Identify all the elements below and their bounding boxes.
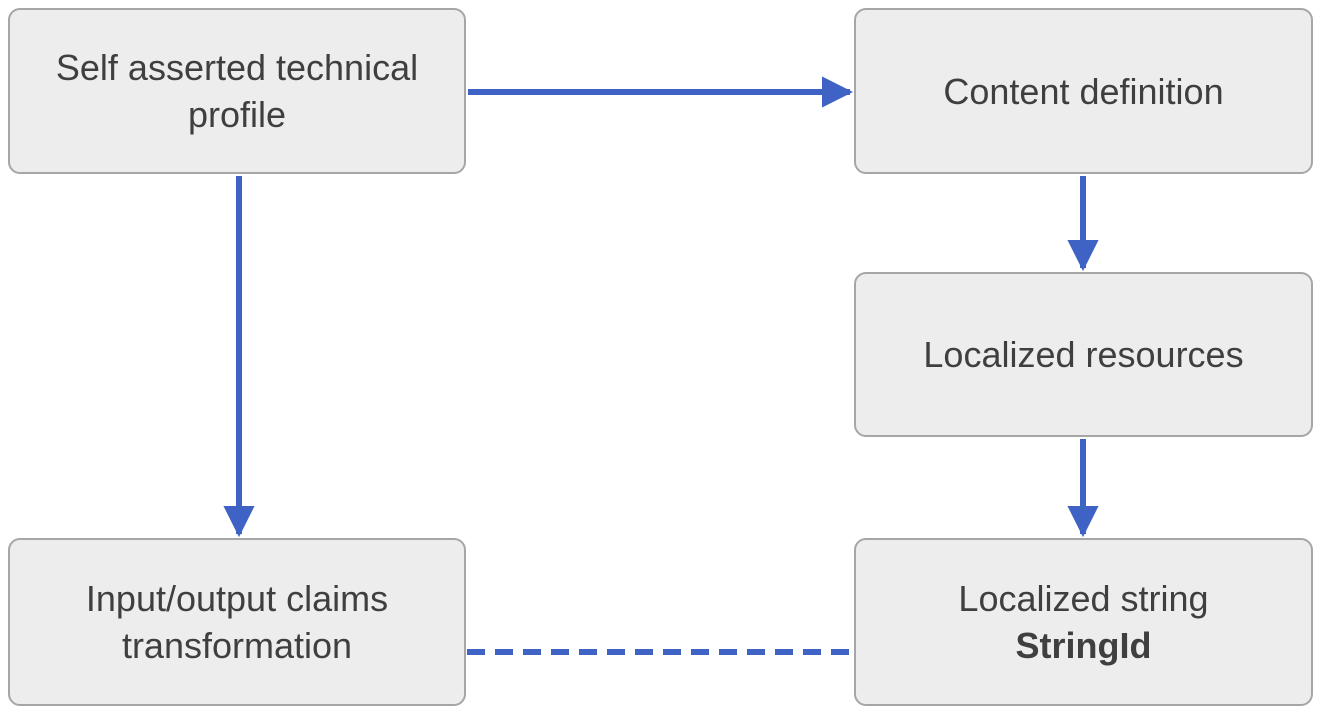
node-content-definition: Content definition: [854, 8, 1313, 174]
node-label: Self asserted technical profile: [55, 47, 419, 135]
node-label-stringid: StringId: [1015, 625, 1152, 666]
node-localized-resources: Localized resources: [854, 272, 1313, 437]
node-input-output-claims-transformation: Input/output claims transformation: [8, 538, 466, 706]
node-self-asserted-technical-profile: Self asserted technical profile: [8, 8, 466, 174]
node-label: Input/output claims transformation: [85, 578, 389, 666]
node-label-line1: Localized string: [958, 578, 1209, 619]
node-label: Localized resources: [923, 334, 1244, 375]
node-label: Content definition: [943, 70, 1224, 112]
